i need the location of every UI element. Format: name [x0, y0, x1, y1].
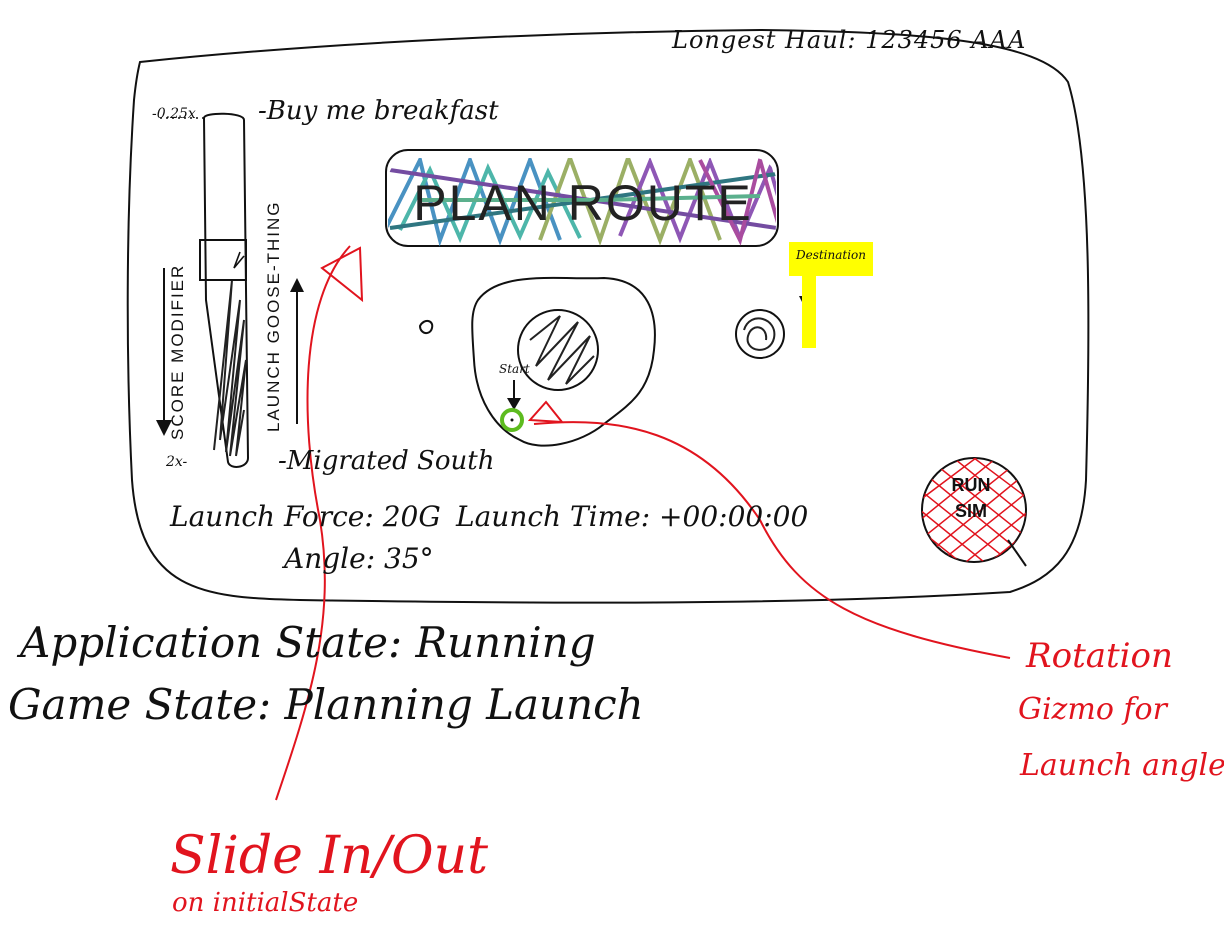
game-state-text: Game State: Planning Launch [8, 680, 644, 729]
start-point[interactable] [498, 406, 526, 434]
rotation-note-title: Rotation [1026, 636, 1173, 676]
score-modifier-slider-control[interactable] [196, 108, 252, 472]
slider-top-tick-label: -0.25x [152, 106, 196, 122]
application-state-text: Application State: Running [20, 618, 596, 667]
slider-bottom-label: -Migrated South [278, 446, 495, 476]
rotation-gizmo-drawing [527, 400, 1011, 659]
launch-force-readout: Launch Force: 20G [170, 500, 441, 533]
start-point-ring [500, 408, 524, 432]
launch-goose-thing-label: LAUNCH GOOSE-THING [264, 200, 283, 432]
planet-small [735, 309, 785, 359]
launch-angle-readout: Angle: 35° [284, 542, 434, 575]
longest-haul-score: Longest Haul: 123456 AAA [672, 26, 1027, 54]
slider-top-label: -Buy me breakfast [258, 96, 499, 126]
rotation-gizmo-handle[interactable] [526, 400, 566, 426]
asteroid [418, 320, 434, 334]
score-modifier-label: SCORE MODIFIER [168, 263, 187, 440]
slider-bottom-tick-label: 2x- [166, 454, 188, 470]
score-modifier-slider [160, 112, 250, 468]
up-arrow-icon [290, 278, 304, 424]
rotation-note-line: Launch angle [1020, 748, 1224, 783]
plan-route-outline [385, 149, 779, 247]
destination-highlight [802, 276, 816, 348]
run-sim-button-drawing [921, 457, 1027, 567]
plan-route-label: PLAN ROUTE [413, 175, 753, 231]
rotation-note-line: Gizmo for [1018, 692, 1167, 727]
start-marker [500, 380, 524, 432]
down-arrow-icon [156, 268, 172, 436]
run-sim-button[interactable]: RUN SIM [936, 472, 1006, 524]
launch-time-readout: Launch Time: +00:00:00 [456, 500, 809, 533]
destination-label: Destination [789, 242, 873, 276]
slider-handle [199, 239, 247, 281]
plan-route-button[interactable]: PLAN ROUTE [392, 160, 774, 246]
game-window-frame [126, 28, 1090, 604]
slide-note-title: Slide In/Out [170, 826, 489, 886]
plan-route-scribble [388, 158, 776, 247]
run-sim-label: RUN SIM [951, 475, 991, 521]
slide-indicator-drawing [275, 245, 364, 801]
planet-large [517, 309, 599, 391]
start-label: Start [499, 362, 530, 376]
orbit-region [471, 276, 656, 447]
slide-note-subtitle: on initialState [172, 888, 359, 918]
